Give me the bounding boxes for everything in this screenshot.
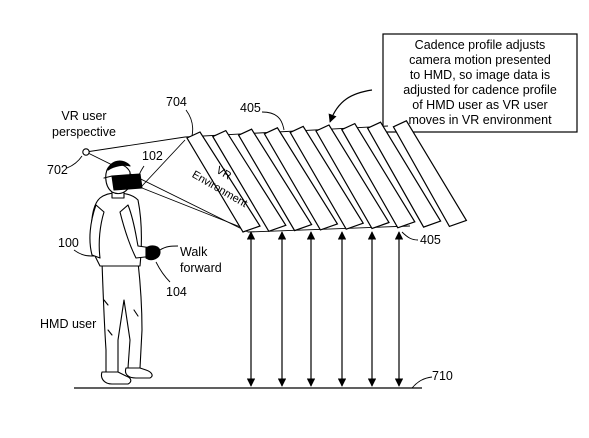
callout-line-4: adjusted for cadence profile (403, 83, 557, 97)
walk-forward-leader (159, 245, 179, 251)
callout-line-3: to HMD, so image data is (410, 68, 550, 82)
ref-405-right-leader (401, 231, 419, 241)
ref-405-right: 405 (420, 233, 441, 247)
hmd-user-label: HMD user (40, 317, 96, 331)
vr-frame-7 (340, 122, 416, 229)
walk-forward-label-line1: Walk (180, 245, 208, 259)
callout-line-5: of HMD user as VR user (412, 98, 547, 112)
ref-100-leader (73, 249, 95, 257)
ref-704: 704 (166, 95, 187, 109)
vr-user-label-line2: perspective (52, 125, 116, 139)
ref-710-leader (411, 376, 433, 389)
ref-405-top: 405 (240, 101, 261, 115)
vr-frame-4 (263, 127, 339, 231)
callout-line-1: Cadence profile adjusts (415, 38, 546, 52)
vr-frame-2 (211, 129, 287, 233)
walk-forward-label-line2: forward (180, 261, 222, 275)
callout-line-6: moves in VR environment (408, 113, 552, 127)
ref-102: 102 (142, 149, 163, 163)
vr-frame-3 (237, 128, 313, 232)
hmd-user-figure (89, 160, 161, 385)
vr-frame-8 (366, 121, 442, 228)
ref-102-leader (137, 165, 145, 181)
vr-user-label-line1: VR user (61, 109, 106, 123)
viewpoint-702 (82, 148, 90, 156)
vr-frame-stack (186, 120, 468, 233)
ref-104-leader (155, 261, 171, 283)
ref-702-leader (66, 155, 83, 169)
vr-frame-9 (392, 120, 468, 228)
ref-704-leader (185, 109, 194, 137)
ref-405-top-leader (261, 111, 285, 131)
ref-702: 702 (47, 163, 68, 177)
vr-frame-5 (289, 125, 365, 230)
vr-frame-1 (186, 131, 261, 233)
callout-arrow (328, 89, 373, 123)
callout-line-2: camera motion presented (409, 53, 551, 67)
ref-100: 100 (58, 236, 79, 250)
cadence-arrows (246, 231, 404, 387)
vr-frame-6 (315, 124, 390, 230)
ref-104: 104 (166, 285, 187, 299)
ref-710: 710 (432, 369, 453, 383)
callout-box: Cadence profile adjusts camera motion pr… (382, 33, 578, 133)
